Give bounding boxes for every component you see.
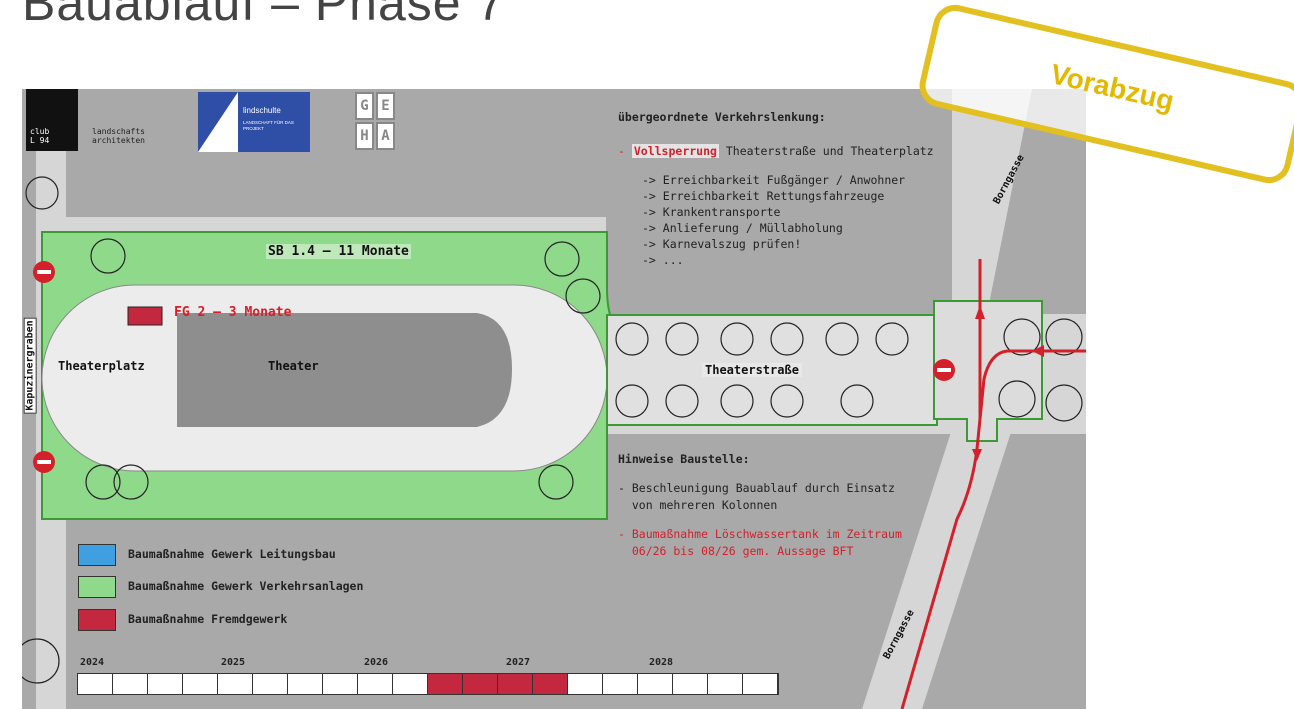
timeline-cell <box>533 674 568 694</box>
route-arrow-up <box>975 305 985 319</box>
junction-area <box>933 300 1043 442</box>
legend-swatch-leitungsbau <box>78 544 116 566</box>
theater-building <box>177 313 512 427</box>
route-arrow-down <box>972 449 982 461</box>
traffic-item: -> Erreichbarkeit Fußgänger / Anwohner <box>642 173 906 187</box>
logo-club-l94-text: club L 94 <box>30 127 50 145</box>
plan-drawing <box>22 89 1086 709</box>
logo-lindschulte-name: lindschulte <box>243 106 281 115</box>
timeline-cell <box>253 674 288 694</box>
traffic-item: -> Karnevalszug prüfen! <box>642 237 802 251</box>
timeline-cell <box>603 674 638 694</box>
timeline-bar <box>77 673 779 695</box>
traffic-item: -> Krankentransporte <box>642 205 781 219</box>
timeline-cell <box>218 674 253 694</box>
kapuzinergraben-label: Kapuzinergraben <box>23 317 37 414</box>
theaterplatz-label: Theaterplatz <box>58 359 145 373</box>
logo-geha-letter: H <box>355 122 374 150</box>
closure-line: - Vollsperrung Theaterstraße und Theater… <box>618 143 934 160</box>
hints: Hinweise Baustelle: - Beschleunigung Bau… <box>618 451 902 560</box>
traffic-item: -> Anlieferung / Müllabholung <box>642 221 843 235</box>
theaterstrasse-label: Theaterstraße <box>702 363 802 377</box>
hints-red-line: 06/26 bis 08/26 gem. Aussage BFT <box>618 544 854 558</box>
legend-label: Baumaßnahme Gewerk Leitungsbau <box>128 547 336 561</box>
no-entry-signs <box>33 261 955 473</box>
timeline-cell <box>498 674 533 694</box>
timeline-year: 2025 <box>221 657 246 668</box>
logo-geha-letter: E <box>376 92 395 120</box>
traffic-item: -> ... <box>642 253 684 267</box>
timeline-year: 2026 <box>364 657 389 668</box>
page-title: Bauablauf – Phase 7 <box>22 0 506 31</box>
logo-geha: G E H A <box>355 92 395 150</box>
timeline-year: 2024 <box>80 657 105 668</box>
hints-heading: Hinweise Baustelle: <box>618 452 750 466</box>
fg-label: FG 2 – 3 Monate <box>174 305 292 320</box>
timeline-cell <box>183 674 218 694</box>
legend-label: Baumaßnahme Fremdgewerk <box>128 612 288 626</box>
traffic-list: -> Erreichbarkeit Fußgänger / Anwohner -… <box>618 172 934 268</box>
logo-lindschulte: lindschulte LANDSCHAFT FÜR DAS PROJEKT <box>198 92 310 152</box>
timeline-year: 2027 <box>506 657 531 668</box>
traffic-heading: übergeordnete Verkehrslenkung: <box>618 110 826 124</box>
hints-line: von mehreren Kolonnen <box>618 498 778 512</box>
closure-bold: Vollsperrung <box>631 144 719 158</box>
street-borngasse-north <box>952 89 1032 339</box>
trees <box>22 176 1083 684</box>
sb-label: SB 1.4 – 11 Monate <box>266 244 411 259</box>
logo-geha-letter: A <box>376 122 395 150</box>
draft-stamp-text: Vorabzug <box>1047 58 1177 117</box>
logo-geha-letter: G <box>355 92 374 120</box>
hints-line: - Beschleunigung Bauablauf durch Einsatz <box>618 481 895 495</box>
timeline-cell <box>358 674 393 694</box>
hints-red-line: - Baumaßnahme Löschwassertank im Zeitrau… <box>618 527 902 541</box>
timeline-cell <box>428 674 463 694</box>
route-arrow-left <box>1032 345 1044 357</box>
closure-prefix: - <box>618 144 632 158</box>
traffic-notes: übergeordnete Verkehrslenkung: - Vollspe… <box>618 109 934 268</box>
logo-landschaftsarchitekten: landschafts architekten <box>92 127 145 145</box>
timeline-cell <box>463 674 498 694</box>
closure-rest: Theaterstraße und Theaterplatz <box>718 144 934 158</box>
timeline-cell <box>743 674 778 694</box>
logo-lindschulte-sub: LANDSCHAFT FÜR DAS PROJEKT <box>243 120 294 131</box>
logo-club-l94: club L 94 <box>26 89 78 151</box>
theater-label: Theater <box>268 359 319 373</box>
site-plan: club L 94 landschafts architekten lindsc… <box>22 89 1086 709</box>
legend-swatch-fremdgewerk <box>78 609 116 631</box>
timeline-cell <box>148 674 183 694</box>
timeline-cell <box>673 674 708 694</box>
timeline-cell <box>708 674 743 694</box>
street-borngasse-south <box>862 429 1012 709</box>
timeline-cell <box>288 674 323 694</box>
timeline-cell <box>638 674 673 694</box>
timeline-cell <box>393 674 428 694</box>
timeline-cell <box>113 674 148 694</box>
timeline-year: 2028 <box>649 657 674 668</box>
timeline-cell <box>568 674 603 694</box>
legend-label: Baumaßnahme Gewerk Verkehrsanlagen <box>128 579 364 593</box>
timeline-cell <box>323 674 358 694</box>
fg-marker <box>127 306 163 326</box>
legend-swatch-verkehrsanlagen <box>78 576 116 598</box>
traffic-item: -> Erreichbarkeit Rettungsfahrzeuge <box>642 189 885 203</box>
timeline-cell <box>78 674 113 694</box>
